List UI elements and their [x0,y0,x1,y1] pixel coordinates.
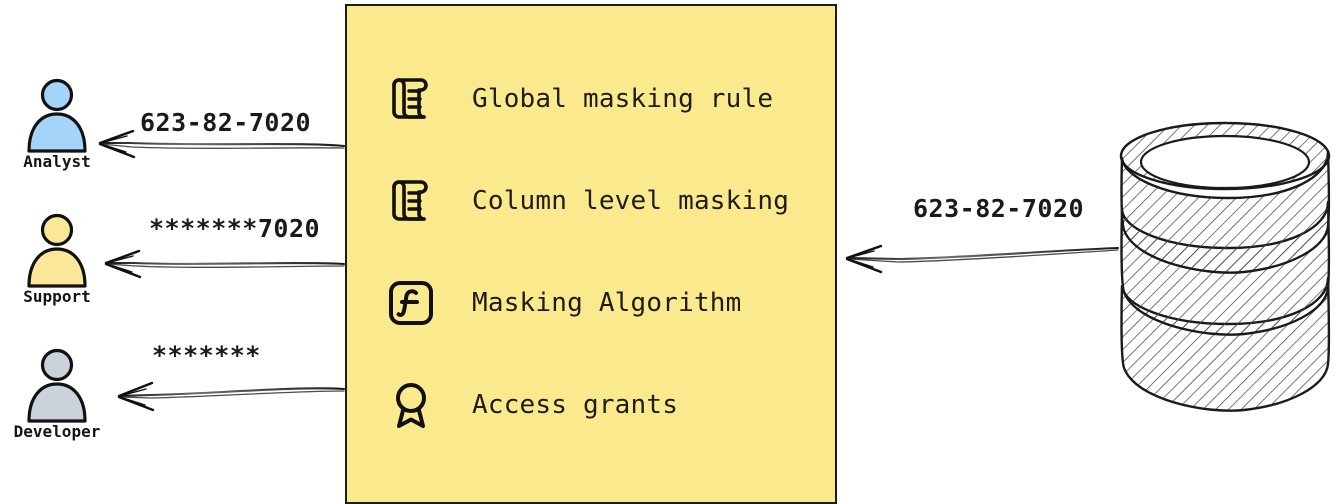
database-cylinder-icon [1112,118,1340,424]
policy-item-global-masking-rule[interactable]: Global masking rule [347,48,835,150]
policy-item-label: Access grants [472,390,679,420]
policy-item-column-level-masking[interactable]: Column level masking [347,150,835,252]
actor-label: Developer [13,422,101,441]
person-icon [16,348,98,424]
scroll-icon [383,71,439,127]
person-icon [16,78,98,154]
actor-label: Analyst [23,152,91,171]
person-icon [16,213,98,289]
policy-panel: Global masking rule Column level masking… [345,4,837,504]
policy-item-access-grants[interactable]: Access grants [347,354,835,456]
scroll-icon [383,173,439,229]
policy-item-label: Column level masking [472,186,790,216]
arrow-label-analyst: 623-82-7020 [140,108,312,137]
policy-item-label: Masking Algorithm [472,288,742,318]
policy-item-label: Global masking rule [472,84,774,114]
connector-to-support [104,249,346,279]
policy-item-masking-algorithm[interactable]: Masking Algorithm [347,252,835,354]
award-ribbon-icon [383,377,439,433]
arrow-label-support: *******7020 [149,214,321,243]
actor-support[interactable]: Support [2,213,112,306]
connector-from-database [845,244,1120,274]
actor-developer[interactable]: Developer [2,348,112,441]
connector-to-analyst [98,129,346,159]
connector-to-developer [117,381,346,412]
arrow-label-developer: ******* [152,341,261,370]
actor-analyst[interactable]: Analyst [2,78,112,171]
actor-label: Support [23,287,91,306]
function-icon [383,275,439,331]
arrow-label-database: 623-82-7020 [913,194,1085,223]
